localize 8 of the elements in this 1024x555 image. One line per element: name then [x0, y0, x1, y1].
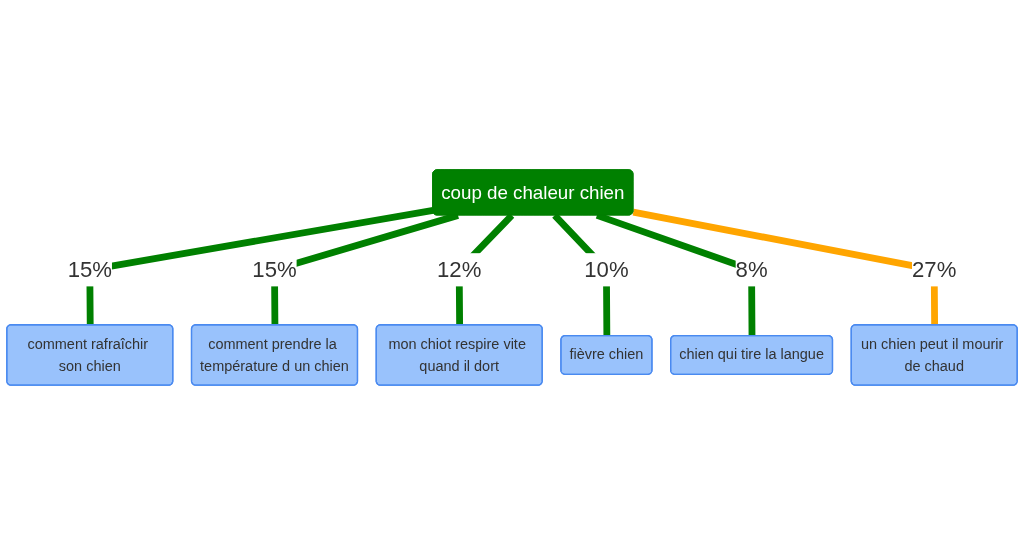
- edge-label: 12%: [437, 256, 482, 283]
- edge-label: 15%: [252, 256, 297, 283]
- edge-label: 15%: [67, 256, 112, 283]
- edge-label: 8%: [735, 256, 768, 283]
- connector: [86, 206, 434, 326]
- edge-label: 10%: [584, 256, 629, 283]
- edge-label: 27%: [912, 256, 957, 283]
- connector: [632, 208, 939, 326]
